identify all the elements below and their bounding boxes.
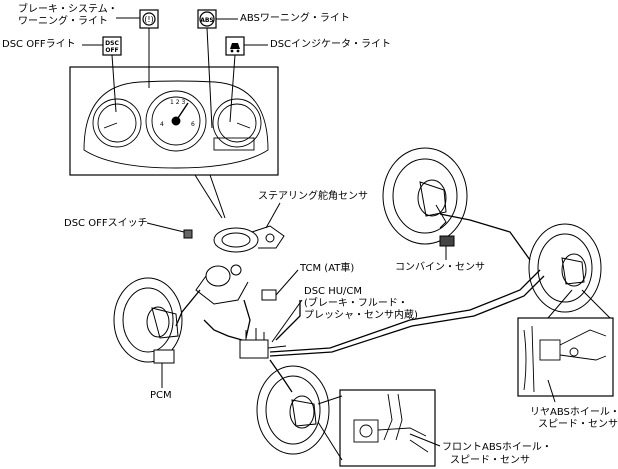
dsc-off-switch (183, 229, 193, 239)
brake-system-warning-label-2: ワーニング・ライト (18, 16, 108, 27)
dsc-indicator-label: DSCインジケータ・ライト (270, 39, 392, 50)
front-abs-inset-frame (339, 389, 436, 467)
front-abs-leader (409, 433, 441, 447)
dsc-off-icon: DSC OFF (102, 36, 122, 56)
brake-system-warning-label-1: ブレーキ・システム・ (18, 4, 118, 15)
svg-text:1 2 3: 1 2 3 (170, 99, 185, 106)
rear-abs-inset-frame (517, 317, 614, 397)
rear-abs-sensor-label-1: リヤABSホイール・ (530, 407, 618, 418)
cluster-callout-left (194, 174, 223, 219)
dsc-indicator-pointer (229, 54, 236, 123)
dsc-off-icon-bottom: OFF (105, 47, 118, 54)
front-abs-sensor-label-2: スピード・センサ (450, 455, 530, 466)
dsc-off-pointer (111, 54, 117, 113)
tcm-leader (275, 269, 299, 296)
abs-warning-icon-text: ABS (200, 17, 214, 24)
dsc-hu-cm-unit (239, 328, 287, 359)
svg-text:4: 4 (160, 121, 164, 128)
abs-warning-label: ABSワーニング・ライト (240, 13, 350, 24)
front-inset-callout-t (317, 395, 343, 405)
dsc-hu-cm-label-3: プレッシャ・センサ内蔵) (304, 310, 418, 321)
brake-warning-icon: (!) (139, 9, 159, 29)
rear-abs-leader (547, 379, 556, 403)
instrument-cluster: 1 2 3 4 6 (83, 80, 269, 169)
cluster-callout-right (209, 174, 226, 219)
pcm-module (153, 349, 175, 364)
combine-sensor (439, 235, 455, 247)
rear-right-wheel (528, 223, 602, 313)
dsc-hu-cm-leader (271, 299, 303, 343)
dsc-off-icon-top: DSC (105, 40, 119, 47)
tcm-label: TCM (AT車) (300, 263, 355, 274)
brake-warning-icon-text: (!) (144, 15, 153, 24)
rear-inset-callout-l (547, 289, 573, 319)
front-right-wheel (382, 147, 468, 245)
dsc-hu-cm-label-1: DSC HU/CM (304, 286, 363, 297)
steering-sensor-leader (265, 202, 281, 229)
rear-abs-sensor-detail (523, 325, 607, 393)
combine-sensor-label: コンバイン・センサ (395, 262, 485, 273)
rear-inset-callout-r (581, 289, 611, 319)
dsc-off-light-label: DSC OFFライト (2, 39, 76, 50)
rear-abs-sensor-label-2: スピード・センサ (538, 419, 618, 430)
dsc-off-switch-leader (146, 222, 185, 233)
front-lower-wheel (256, 365, 330, 455)
tcm-module (261, 289, 277, 301)
abs-warning-pointer (206, 27, 213, 129)
dsc-indicator-icon (225, 36, 245, 56)
abs-warning-icon: ABS (197, 9, 217, 29)
steering-angle-sensor-label: ステアリング舵角センサ (258, 191, 368, 202)
cluster-inset-frame (69, 66, 279, 176)
dsc-hu-cm-label-2: (ブレーキ・フルード・ (304, 298, 408, 309)
steering-angle-sensor (213, 225, 285, 253)
front-abs-sensor-label-1: フロントABSホイール・ (442, 442, 552, 453)
brake-master-cylinder (195, 264, 249, 305)
svg-text:6: 6 (191, 121, 195, 128)
front-abs-sensor-detail (353, 393, 429, 453)
front-left-wheel (113, 277, 183, 363)
dsc-off-switch-label: DSC OFFスイッチ (64, 218, 148, 229)
front-inset-callout-b (317, 421, 343, 461)
brake-lines-harness (175, 213, 545, 393)
pcm-label: PCM (150, 390, 172, 401)
